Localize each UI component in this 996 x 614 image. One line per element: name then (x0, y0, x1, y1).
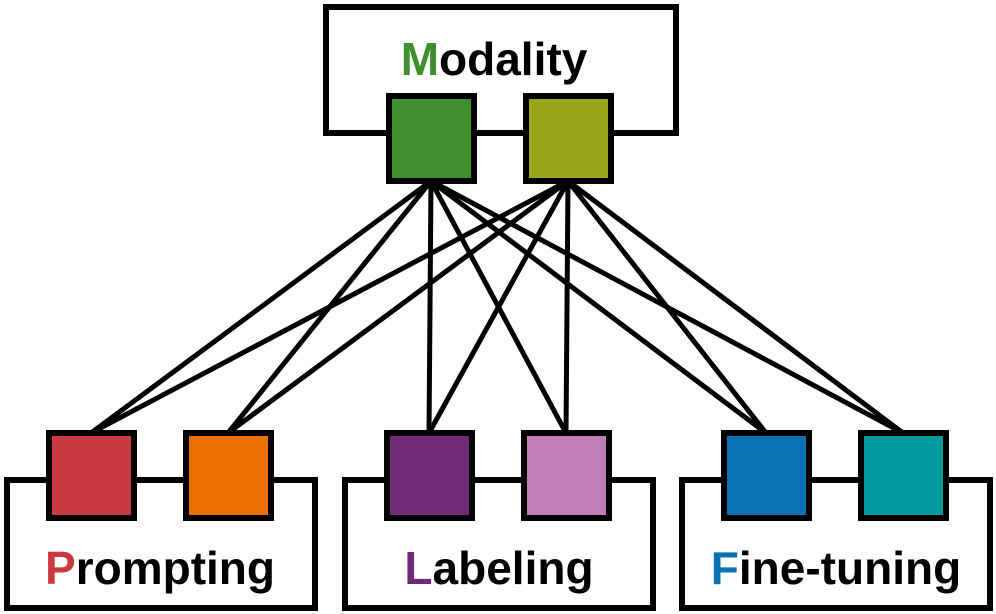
prompting-node-2 (183, 430, 274, 521)
fine-tuning-group: Fine-tuning (679, 430, 993, 611)
modality-frame (323, 4, 679, 136)
labeling-label-rest: abeling (433, 542, 594, 594)
prompting-label-rest: rompting (76, 542, 275, 594)
modality-node-1 (386, 93, 477, 184)
edge-top2-bottom3 (426, 178, 571, 436)
modality-label-rest: odality (439, 33, 588, 85)
fine-tuning-node-2 (858, 430, 949, 521)
modality-label-initial: M (401, 33, 439, 85)
labeling-group: Labeling (342, 430, 656, 611)
edge-top2-bottom5 (565, 178, 769, 436)
modality-group: Modality (323, 4, 679, 184)
labeling-label-initial: L (404, 542, 432, 594)
fine-tuning-label: Fine-tuning (711, 542, 961, 594)
labeling-label: Labeling (404, 542, 593, 594)
modality-label: Modality (401, 33, 588, 85)
labeling-node-2 (521, 430, 612, 521)
edge-top2-bottom2 (225, 178, 571, 436)
edge-top2-bottom4 (563, 178, 571, 436)
edge-top2-bottom1 (88, 178, 571, 436)
prompting-label-initial: P (45, 542, 76, 594)
labeling-node-1 (384, 430, 475, 521)
edge-top2-bottom6 (565, 178, 906, 436)
prompting-label: Prompting (45, 542, 275, 594)
fine-tuning-label-initial: F (711, 542, 739, 594)
edge-top1-bottom3 (426, 178, 434, 436)
fine-tuning-node-1 (721, 430, 812, 521)
edge-top1-bottom1 (88, 178, 434, 436)
modality-node-2 (523, 93, 614, 184)
prompting-node-1 (46, 430, 137, 521)
connection-edges (88, 178, 906, 436)
fine-tuning-label-rest: ine-tuning (739, 542, 961, 594)
prompting-group: Prompting (4, 430, 318, 611)
